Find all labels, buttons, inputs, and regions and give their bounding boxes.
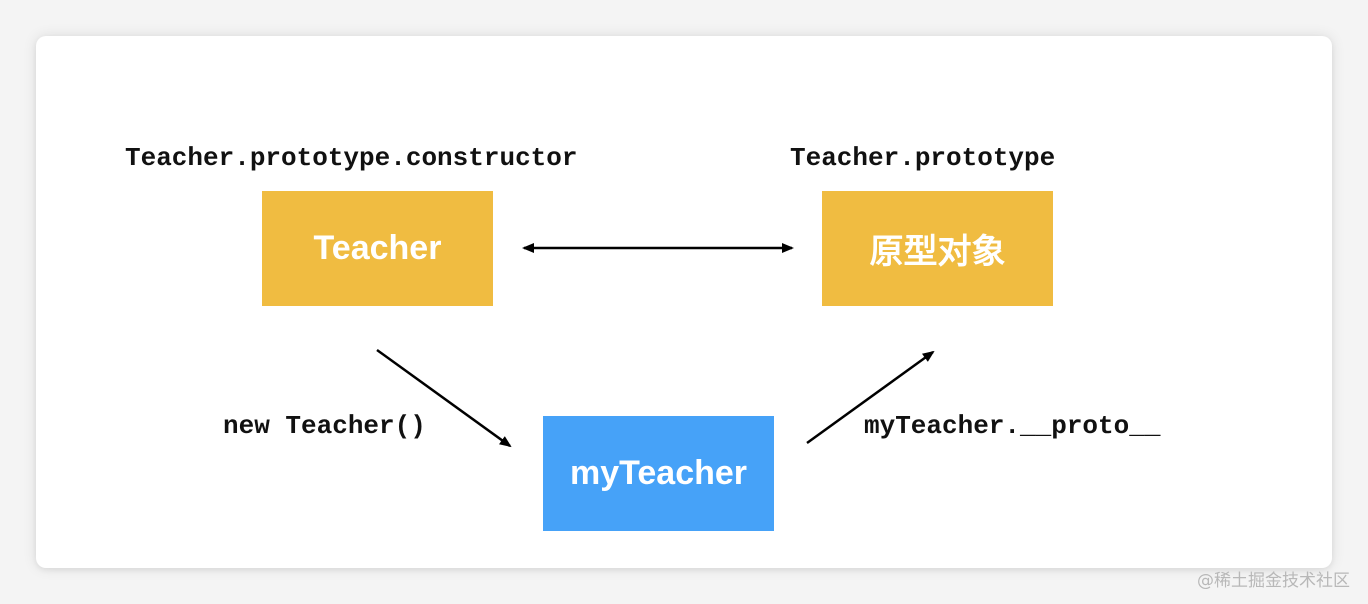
constructor-path-label: Teacher.prototype.constructor: [125, 143, 578, 173]
my-teacher-instance-node-label: myTeacher: [569, 454, 748, 492]
teacher-constructor-node: Teacher: [262, 191, 493, 306]
new-instance-arrow: [376, 348, 512, 448]
prototype-object-node-label: 原型对象: [869, 233, 1006, 271]
proto-path-label: myTeacher.__proto__: [864, 411, 1161, 441]
proto-link-arrow: [806, 350, 935, 445]
my-teacher-instance-node: myTeacher: [543, 416, 774, 531]
prototype-path-label: Teacher.prototype: [790, 143, 1056, 173]
prototype-object-node: 原型对象: [822, 191, 1053, 306]
new-teacher-call-label: new Teacher(): [223, 411, 426, 441]
watermark-text: @稀土掘金技术社区: [1197, 571, 1350, 591]
teacher-constructor-node-label: Teacher: [313, 229, 442, 267]
